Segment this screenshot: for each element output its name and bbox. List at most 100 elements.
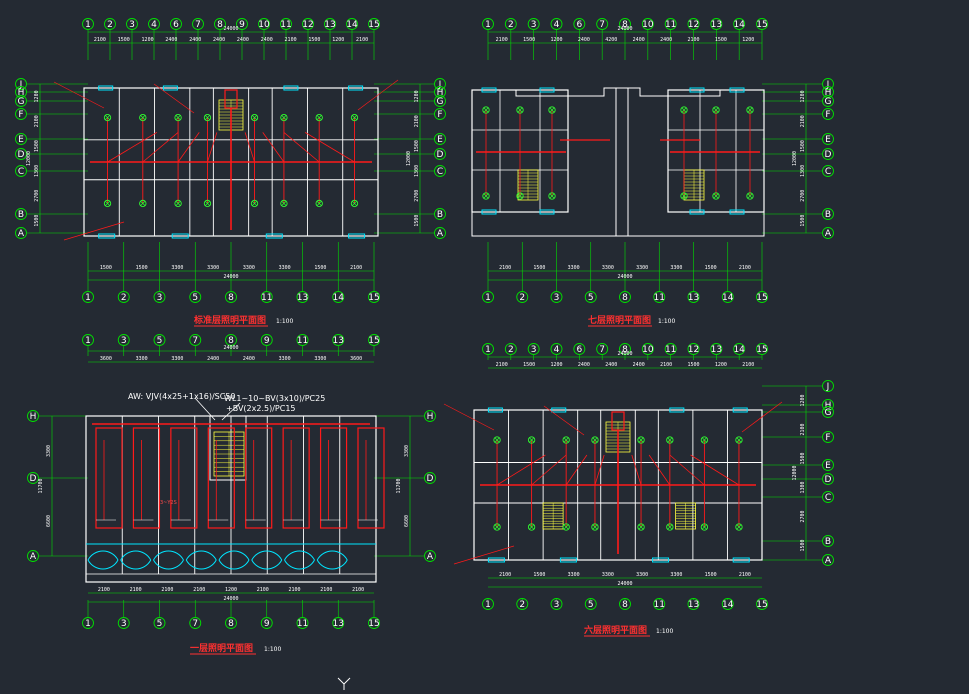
bottom-axis-label: 13 <box>333 619 344 629</box>
bottom-axis-label: 14 <box>722 293 734 303</box>
right-dim-text: 2700 <box>800 190 806 202</box>
left-axis-label-bubble <box>15 133 27 145</box>
top-axis-label-bubble <box>573 343 586 355</box>
right-axis-label: J <box>438 80 442 90</box>
diagonal-wire <box>496 454 546 486</box>
top-axis-label: 12 <box>302 20 313 30</box>
window <box>551 407 567 413</box>
top-axis-label: 3 <box>531 20 537 30</box>
right-axis-label-bubble <box>822 406 834 418</box>
top-axis-label: 3 <box>531 345 537 355</box>
top-axis-label: 4 <box>554 345 560 355</box>
right-axis-label-bubble <box>424 472 436 484</box>
top-axis-label: 2 <box>107 20 113 30</box>
right-dim-text: 1300 <box>800 165 806 177</box>
wiring <box>480 411 756 554</box>
top-axis-label-bubble <box>664 18 677 30</box>
top-axis-label: 2 <box>508 345 514 355</box>
top-dim-text: 2400 <box>578 362 590 368</box>
bottom-axis-label-bubble <box>550 598 563 610</box>
left-axis-label-bubble <box>27 472 39 484</box>
window <box>729 87 745 93</box>
right-axis-label-bubble <box>434 95 446 107</box>
bottom-axis-label-bubble <box>721 291 734 303</box>
bottom-axis-label: 7 <box>192 619 198 629</box>
bottom-axis-label-bubble <box>260 617 273 629</box>
top-axis-label: 3 <box>121 336 127 346</box>
bottom-axis-label-bubble <box>82 617 94 629</box>
left-axis-label: H <box>18 88 25 98</box>
left-axis-label-bubble <box>15 78 27 90</box>
top-axis-label-bubble <box>596 343 609 355</box>
right-axis-label: C <box>825 167 831 177</box>
diagonal-wire <box>142 132 179 163</box>
bottom-axis-label-bubble <box>225 291 237 303</box>
right-axis-label-bubble <box>434 227 446 239</box>
left-axis-label-bubble <box>15 95 27 107</box>
garage-circuit <box>132 427 161 529</box>
top-dim-text: 2100 <box>660 362 672 368</box>
stairwell-right <box>675 502 696 530</box>
top-axis-label: 13 <box>333 336 344 346</box>
ceiling-lamp <box>203 113 212 122</box>
top-axis-label: 5 <box>157 336 163 346</box>
right-axis-label-bubble <box>434 133 446 145</box>
top-axis-label-bubble <box>324 18 336 30</box>
left-total-text: 12000 <box>26 151 32 166</box>
left-dim-text: 1500 <box>34 215 40 227</box>
top-axis-label: 10 <box>258 20 270 30</box>
leader <box>543 405 585 436</box>
bottom-axis-label-bubble <box>584 598 597 610</box>
bottom-axis-label-bubble <box>584 291 597 303</box>
right-axis-label-bubble <box>434 78 446 90</box>
top-axis-label-bubble <box>82 334 94 346</box>
bottom-axis-label: 1 <box>485 293 491 303</box>
right-axis-label: F <box>437 110 442 120</box>
ceiling-lamp <box>516 192 524 200</box>
window <box>171 233 189 239</box>
right-axis-label: A <box>825 556 832 566</box>
right-axis-label: A <box>427 552 434 562</box>
right-axis-label: A <box>825 229 832 239</box>
top-axis-label-bubble <box>170 18 182 30</box>
top-axis-label: 7 <box>599 20 605 30</box>
door-swing <box>153 559 184 570</box>
right-axis-label: B <box>825 537 831 547</box>
bottom-axis-label-bubble <box>482 598 494 610</box>
diagonal-wire <box>648 454 671 486</box>
top-axis-label-bubble <box>236 18 248 30</box>
bottom-dim-text: 1200 <box>225 587 237 593</box>
bottom-axis-label-bubble <box>687 291 700 303</box>
ceiling-lamp <box>735 436 743 444</box>
bottom-total-text: 24000 <box>617 581 632 587</box>
bottom-axis-label: 5 <box>157 619 163 629</box>
top-dim-text: 2400 <box>605 362 617 368</box>
top-axis-label: 10 <box>642 345 654 355</box>
bottom-axis-label-bubble <box>516 598 529 610</box>
right-axis-label: D <box>825 150 832 160</box>
bottom-dim-text: 3300 <box>670 265 682 271</box>
bottom-axis-label: 15 <box>756 293 767 303</box>
bottom-axis-label-bubble <box>332 617 345 629</box>
top-axis-label: 1 <box>485 345 491 355</box>
top-axis-label-bubble <box>482 343 494 355</box>
stair-core <box>209 415 247 481</box>
window <box>487 407 503 413</box>
diagonal-wire <box>177 132 200 163</box>
top-axis-label: 1 <box>485 20 491 30</box>
door-swing <box>87 550 119 561</box>
diagonal-wire <box>631 454 642 486</box>
wiring <box>476 110 760 196</box>
window <box>481 87 497 93</box>
bottom-axis-label: 2 <box>519 293 525 303</box>
top-dim-text: 2400 <box>261 37 273 43</box>
right-axis-label-bubble <box>822 86 834 98</box>
top-dim-text: 1500 <box>523 37 535 43</box>
left-axis-label-bubble <box>15 108 27 120</box>
left-axis-label: A <box>30 552 37 562</box>
